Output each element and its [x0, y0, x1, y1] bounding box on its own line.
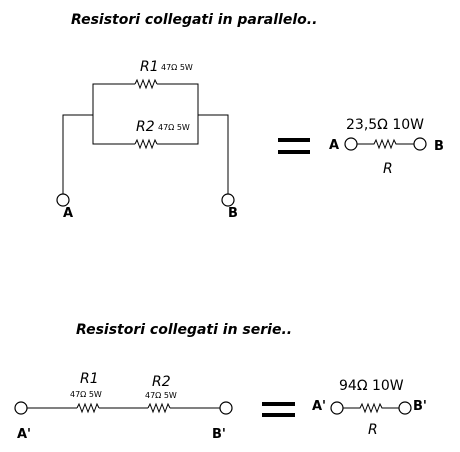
series-r2-name-label: R2	[152, 374, 171, 390]
series-equivalent-terminal-b	[398, 401, 412, 415]
r1-spec-label: 47Ω 5W	[161, 63, 193, 72]
equals-sign-parallel	[278, 138, 310, 154]
series-equivalent-terminal-a	[330, 401, 344, 415]
series-equivalent-resistor-symbol	[343, 402, 399, 414]
node-a-label: A	[63, 206, 73, 221]
wire-lead-b	[198, 114, 229, 194]
terminal-a	[56, 193, 70, 207]
series-resistor-r2-symbol	[147, 402, 171, 414]
series-equivalent-spec-label: 94Ω 10W	[339, 378, 404, 394]
wire-top-left	[92, 83, 135, 115]
wire-bottom-right	[157, 115, 199, 145]
equivalent-node-b-label: B	[434, 139, 444, 154]
series-terminal-b	[219, 401, 233, 415]
series-terminal-a	[14, 401, 28, 415]
equivalent-terminal-b	[413, 137, 427, 151]
series-r1-spec-label: 47Ω 5W	[70, 390, 102, 399]
series-equivalent-node-b-label: B'	[413, 399, 427, 414]
series-node-b-label: B'	[212, 427, 226, 442]
series-node-a-label: A'	[17, 427, 31, 442]
equivalent-resistor-symbol	[357, 138, 414, 150]
node-b-label: B	[228, 206, 238, 221]
equals-sign-series	[262, 402, 295, 417]
series-resistor-r1-symbol	[76, 402, 100, 414]
wire-bottom-left	[92, 115, 135, 145]
series-title: Resistori collegati in serie..	[76, 322, 292, 338]
r2-spec-label: 47Ω 5W	[158, 123, 190, 132]
resistor-r2-symbol	[134, 138, 158, 150]
series-r1-name-label: R1	[80, 371, 99, 387]
series-equivalent-name-label: R	[368, 422, 378, 438]
wire-top-right	[157, 83, 199, 115]
equivalent-name-label: R	[383, 161, 393, 177]
r1-name-label: R1	[140, 59, 159, 75]
parallel-circuit	[56, 78, 235, 207]
parallel-section: Resistori collegati in parallelo.. R1 47…	[56, 12, 444, 221]
series-equivalent-node-a-label: A'	[312, 399, 326, 414]
equivalent-node-a-label: A	[329, 138, 339, 153]
r2-name-label: R2	[136, 119, 155, 135]
series-section: Resistori collegati in serie.. R1 47Ω 5W…	[14, 322, 427, 442]
parallel-title: Resistori collegati in parallelo..	[71, 12, 317, 28]
series-r2-spec-label: 47Ω 5W	[145, 391, 177, 400]
wire-lead-a	[62, 114, 93, 194]
series-equivalent: 94Ω 10W A' B' R	[312, 378, 427, 438]
equivalent-spec-label: 23,5Ω 10W	[346, 117, 424, 133]
resistor-r1-symbol	[134, 78, 158, 90]
parallel-equivalent: 23,5Ω 10W A B R	[329, 117, 444, 177]
equivalent-terminal-a	[344, 137, 358, 151]
series-circuit	[14, 401, 233, 415]
terminal-b	[221, 193, 235, 207]
